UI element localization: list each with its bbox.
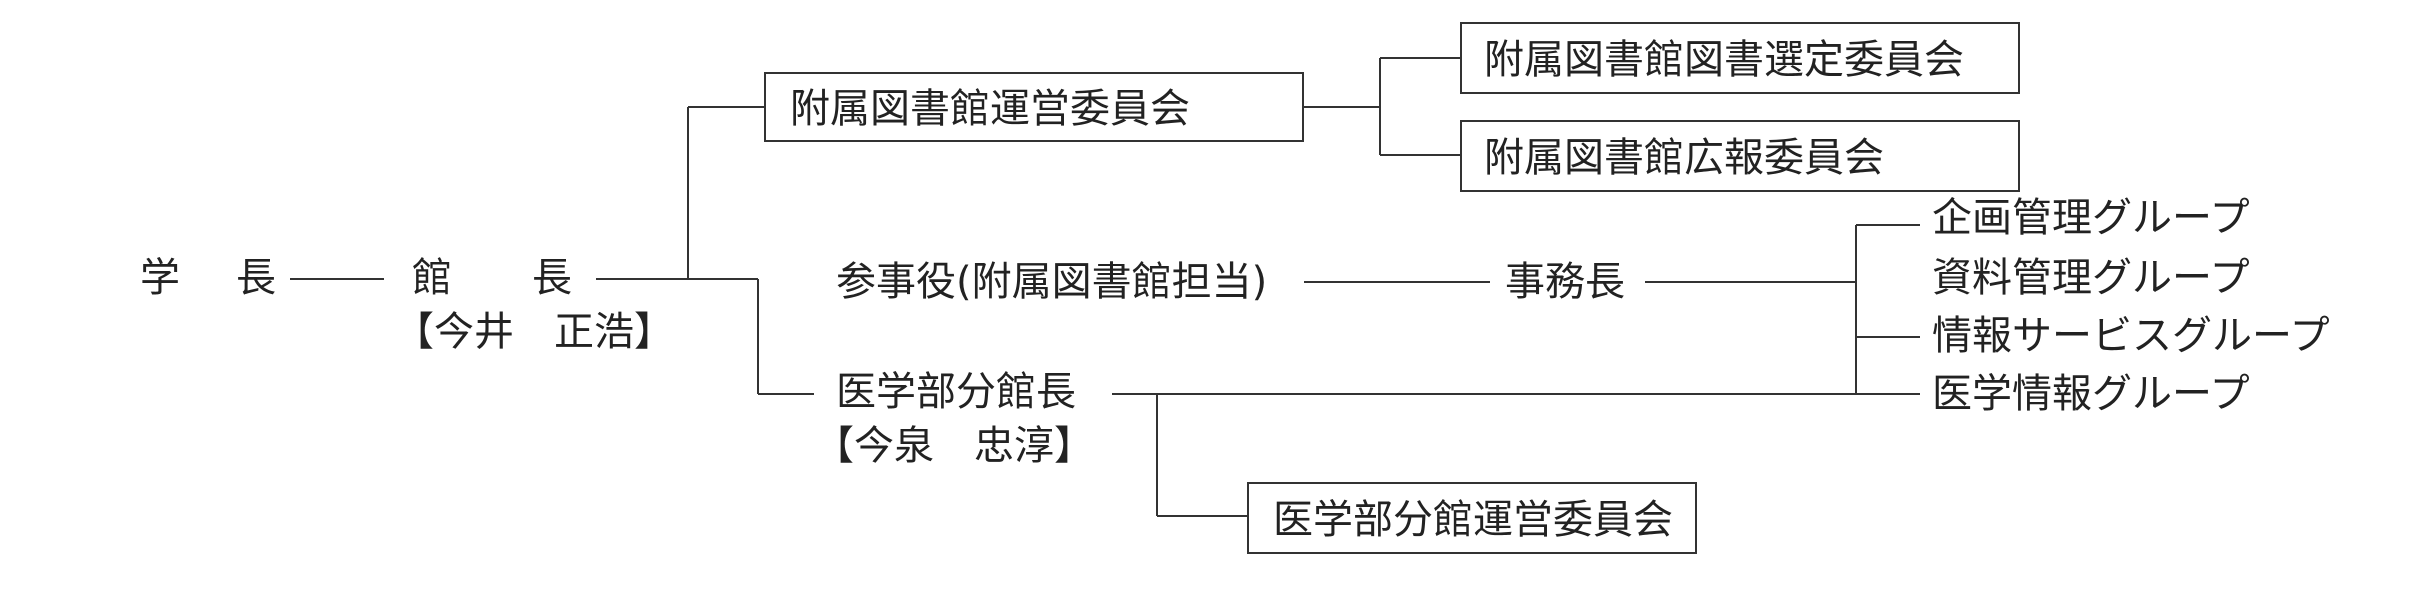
medical-branch-name: 【今泉 忠淳】	[814, 423, 1094, 469]
medical-branch-title: 医学部分館長	[836, 369, 1076, 415]
medical-committee-box: 医学部分館運営委員会	[1247, 482, 1697, 554]
president-node: 学 長	[140, 255, 284, 301]
group-information-services: 情報サービスグループ	[1932, 313, 2330, 359]
main-committee-box: 附属図書館運営委員会	[764, 72, 1304, 142]
sub-committee-label-pr: 附属図書館広報委員会	[1484, 135, 1884, 181]
office-manager-node: 事務長	[1505, 259, 1625, 305]
medical-committee-label: 医学部分館運営委員会	[1273, 497, 1673, 543]
group-planning: 企画管理グループ	[1932, 195, 2250, 241]
councillor-node: 参事役(附属図書館担当)	[836, 259, 1268, 305]
group-medical-information: 医学情報グループ	[1932, 371, 2250, 417]
main-committee-label: 附属図書館運営委員会	[790, 86, 1190, 132]
sub-committee-box-pr: 附属図書館広報委員会	[1460, 120, 2020, 192]
sub-committee-box-selection: 附属図書館図書選定委員会	[1460, 22, 2020, 94]
sub-committee-label-selection: 附属図書館図書選定委員会	[1484, 37, 1964, 83]
director-name: 【今井 正浩】	[394, 309, 674, 355]
director-title: 館 長	[412, 255, 572, 301]
group-materials: 資料管理グループ	[1932, 255, 2250, 301]
